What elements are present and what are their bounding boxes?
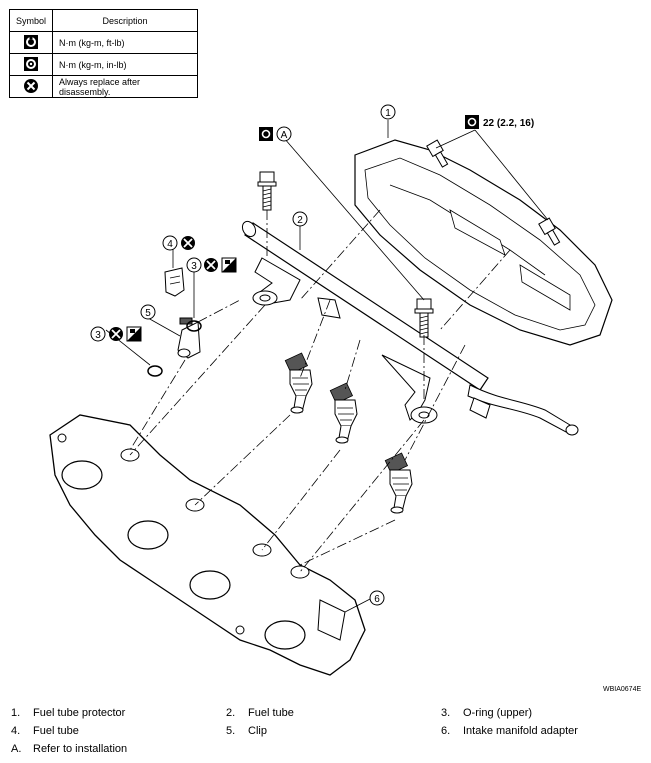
exploded-diagram: 1 2 4 3 5 3 6 [49, 104, 613, 676]
clip-part [164, 267, 185, 297]
alignment-lines [129, 209, 511, 573]
torque-wrench-icon [259, 127, 273, 141]
svg-text:A: A [281, 130, 288, 141]
o-ring-upper-2 [147, 365, 163, 377]
description-header: Description [52, 9, 199, 32]
svg-text:3: 3 [95, 330, 101, 341]
svg-text:1: 1 [385, 108, 391, 119]
always-replace-icon [181, 236, 195, 250]
legend-item-6: 6.Intake manifold adapter [441, 725, 578, 737]
torque-description-ftlb: N·m (kg-m, ft-lb) [52, 31, 199, 54]
callout-3-upper: 3 [186, 257, 202, 273]
torque-spec: 22 (2.2, 16) [483, 118, 534, 129]
symbol-header: Symbol [8, 9, 54, 32]
always-replace-icon [204, 258, 218, 272]
callout-5: 5 [140, 304, 156, 320]
always-replace-icon [8, 75, 54, 98]
protector-bolt-1 [426, 139, 449, 168]
intake-manifold-adapter [49, 414, 366, 676]
callout-3-lower: 3 [90, 326, 106, 342]
callout-leaders [105, 120, 549, 613]
fuel-injector-1 [284, 352, 313, 414]
protector-bolt-2 [538, 217, 561, 246]
torque-wrench-small-icon [8, 53, 54, 76]
fuel-tube [241, 220, 579, 436]
figure-id: WBIA0674E [603, 686, 642, 693]
callout-2: 2 [292, 211, 308, 227]
legend-item-1: 1.Fuel tube protector [11, 707, 126, 719]
svg-text:4: 4 [167, 239, 173, 250]
replace-description: Always replace after disassembly. [52, 75, 199, 98]
lubricate-icon [221, 257, 237, 273]
callout-4: 4 [162, 235, 178, 251]
legend-item-4: 4.Fuel tube [11, 725, 79, 737]
always-replace-icon [109, 327, 123, 341]
fuel-tube-small [177, 317, 201, 359]
svg-text:6: 6 [374, 594, 380, 605]
svg-text:3: 3 [191, 261, 197, 272]
svg-text:2: 2 [297, 215, 303, 226]
symbol-table: Symbol Description N·m (kg-m, ft-lb) N·m… [8, 9, 199, 98]
legend-item-5: 5.Clip [226, 725, 267, 737]
svg-text:5: 5 [145, 308, 151, 319]
fuel-tube-protector [354, 139, 613, 346]
fuel-injector-2 [329, 382, 358, 444]
torque-description-inlb: N·m (kg-m, in-lb) [52, 53, 199, 76]
legend-item-2: 2.Fuel tube [226, 707, 294, 719]
callout-6: 6 [369, 590, 385, 606]
fuel-tube-bolt-1 [257, 171, 277, 211]
callout-1: 1 [380, 104, 396, 120]
torque-wrench-icon [465, 115, 479, 129]
legend-item-3: 3.O-ring (upper) [441, 707, 533, 719]
legend-item-A: A.Refer to installation [11, 743, 128, 755]
o-ring-upper-1 [186, 320, 202, 332]
lubricate-icon [126, 326, 142, 342]
torque-wrench-icon [8, 31, 54, 54]
callout-A: A [276, 126, 292, 142]
